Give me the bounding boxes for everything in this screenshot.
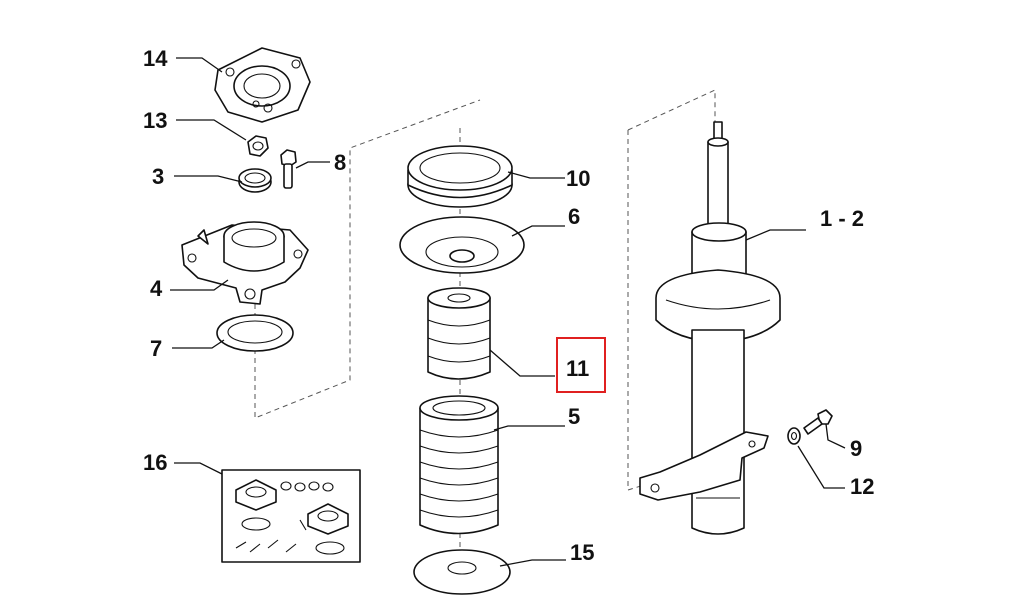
callout-12: 12 <box>850 474 874 499</box>
part-13-nut <box>247 135 269 157</box>
part-7-flat-ring <box>216 314 294 352</box>
callout-7: 7 <box>150 336 162 361</box>
callout-11: 11 <box>566 356 589 381</box>
part-8-bolt <box>280 149 297 189</box>
part-6-spring-seat <box>399 216 525 274</box>
callout-labels: 14 13 3 8 4 7 16 10 6 11 5 15 1 - 2 9 12 <box>143 46 874 565</box>
callout-16: 16 <box>143 450 167 475</box>
callout-13: 13 <box>143 108 167 133</box>
part-4-mount-bracket <box>181 221 309 305</box>
part-10-spring-cup <box>407 145 513 208</box>
callout-15: 15 <box>570 540 594 565</box>
part-5-dust-boot <box>419 395 499 535</box>
part-11-bump-stop <box>427 287 491 380</box>
part-1-2-shock-absorber <box>639 121 781 535</box>
callout-5: 5 <box>568 404 580 429</box>
callout-6: 6 <box>568 204 580 229</box>
callout-9: 9 <box>850 436 862 461</box>
part-3-ring <box>238 168 272 193</box>
part-9-bolt <box>803 409 833 435</box>
callout-4: 4 <box>150 276 163 301</box>
callout-8: 8 <box>334 150 346 175</box>
callout-14: 14 <box>143 46 168 71</box>
part-12-washer <box>787 427 801 445</box>
callout-10: 10 <box>566 166 590 191</box>
part-14-top-mount-plate <box>214 47 311 123</box>
part-15-bottom-pad <box>413 549 511 595</box>
leader-lines <box>170 57 846 567</box>
callout-1-2: 1 - 2 <box>820 206 864 231</box>
part-16-kit-box <box>221 469 361 563</box>
callout-3: 3 <box>152 164 164 189</box>
callout-11-highlight-box <box>556 337 606 393</box>
